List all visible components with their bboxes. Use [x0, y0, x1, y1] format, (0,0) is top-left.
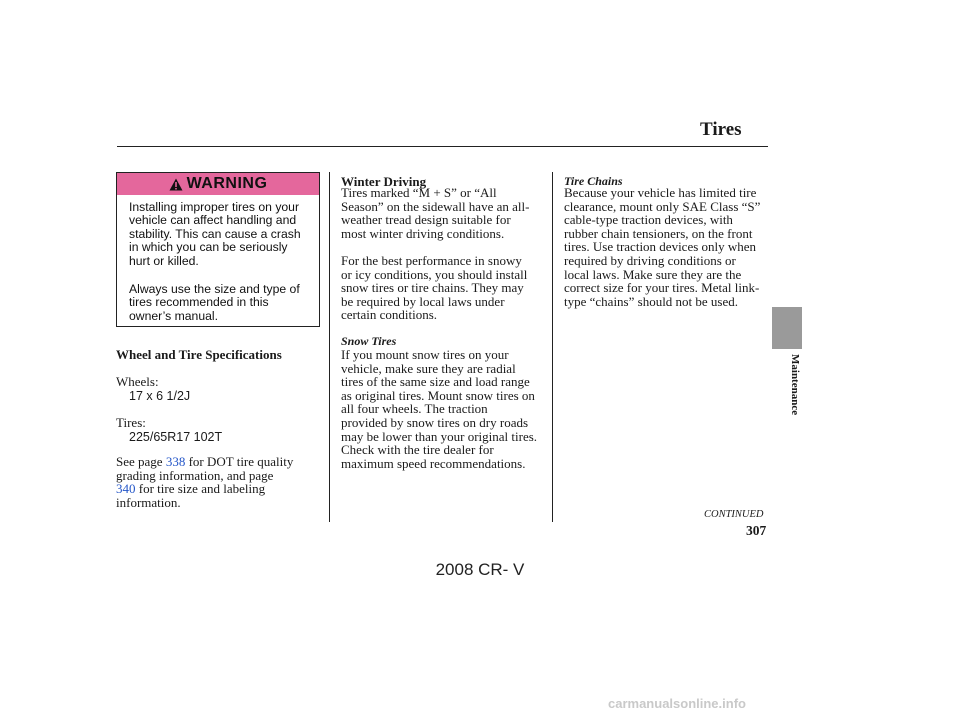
tire-chains-paragraph: Because your vehicle has limited tire cl… [564, 185, 761, 309]
warning-triangle-icon [169, 178, 183, 190]
title-divider [117, 146, 768, 147]
winter-heading: Winter Driving [341, 174, 427, 189]
footer-model: 2008 CR- V [435, 560, 525, 579]
page-link-340[interactable]: 340 [116, 481, 136, 497]
snow-tires-heading: Snow Tires [341, 334, 397, 348]
warning-label: WARNING [186, 175, 268, 192]
column-divider-left [329, 172, 330, 522]
warning-paragraph-1: Installing improper tires on your vehicl… [129, 200, 301, 268]
snow-tires-paragraph: If you mount snow tires on your vehicle,… [341, 347, 538, 471]
wheels-label: Wheels: [116, 374, 159, 389]
specs-heading: Wheel and Tire Specifications [116, 347, 282, 362]
winter-paragraph-1: Tires marked “M + S” or “All Season” on … [341, 185, 530, 241]
warning-paragraph-2: Always use the size and type of tires re… [129, 282, 300, 323]
page-link-338[interactable]: 338 [165, 454, 186, 469]
watermark: carmanualsonline.info [608, 696, 746, 711]
warning-box: WARNING Installing improper tires on you… [116, 172, 320, 327]
tires-value: 225/65R17 102T [129, 430, 223, 444]
see-page-paragraph: See page 338 for DOT tire quality gradin… [116, 454, 294, 510]
tire-chains-heading: Tire Chains [564, 174, 623, 188]
section-tab [772, 307, 802, 349]
section-tab-label: Maintenance [789, 354, 801, 416]
winter-paragraph-2: For the best performance in snowy or icy… [341, 253, 528, 323]
tires-label: Tires: [116, 415, 146, 430]
page-number: 307 [746, 523, 767, 538]
continued-label: CONTINUED [704, 509, 764, 520]
warning-banner: WARNING [117, 173, 319, 195]
wheels-value: 17 x 6 1/2J [129, 389, 191, 403]
column-divider-right [552, 172, 553, 522]
page-title: Tires [700, 119, 742, 140]
